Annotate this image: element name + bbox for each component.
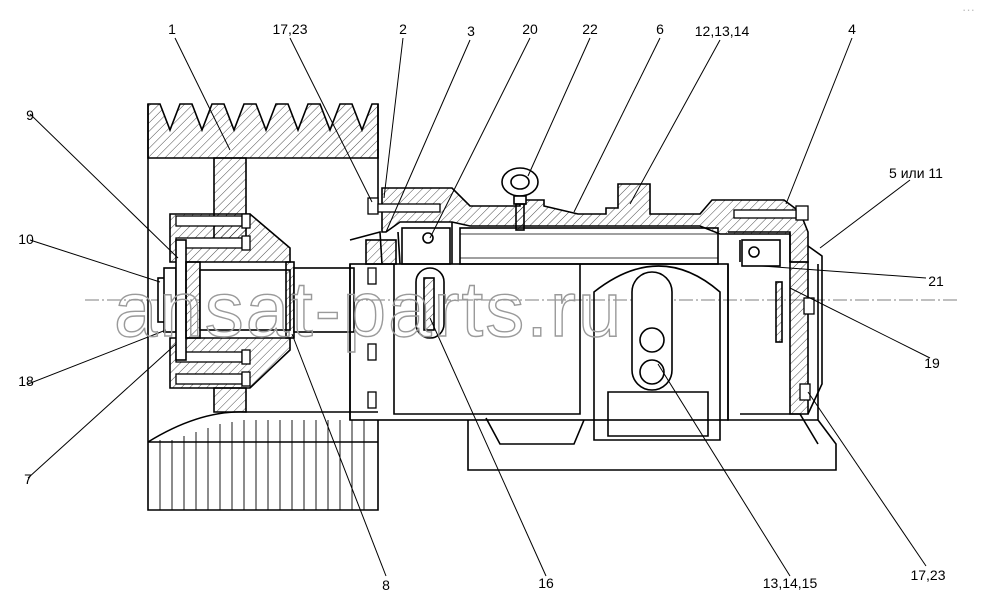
cover-bolts — [367, 197, 815, 401]
callout-label: 1 — [168, 21, 176, 37]
callout-label: 7 — [24, 471, 32, 487]
inspection-windows — [422, 232, 760, 391]
callout-label: 17,23 — [272, 21, 307, 37]
callout-label: 20 — [522, 21, 538, 37]
lifting-eye-part-22 — [501, 167, 539, 231]
callout-label: 8 — [382, 577, 390, 593]
callout-label: 16 — [538, 575, 554, 591]
watermark: ansat-parts.ru — [114, 265, 623, 353]
callout-label: 4 — [848, 21, 856, 37]
callout-label: 2 — [399, 21, 407, 37]
callout-label: 12,13,14 — [695, 23, 750, 39]
callout-label: 3 — [467, 23, 475, 39]
callout-label: 13,14,15 — [763, 575, 818, 591]
shaft-end-assembly — [157, 239, 355, 361]
callout-label: 6 — [656, 21, 664, 37]
leader-lines — [27, 37, 931, 577]
callout-label: 5 или 11 — [889, 165, 943, 181]
side-studs — [367, 267, 377, 409]
callout-label: 10 — [18, 231, 34, 247]
callout-label: 9 — [26, 107, 34, 123]
callout-label: 18 — [18, 373, 34, 389]
callout-label: 22 — [582, 21, 598, 37]
compressor-housing — [349, 183, 837, 471]
oil-plug-part-16 — [415, 267, 445, 339]
callout-label: 19 — [924, 355, 940, 371]
callout-label: 17,23 — [910, 567, 945, 583]
callout-label: 21 — [928, 273, 944, 289]
corner-mark: ··· — [962, 2, 975, 17]
